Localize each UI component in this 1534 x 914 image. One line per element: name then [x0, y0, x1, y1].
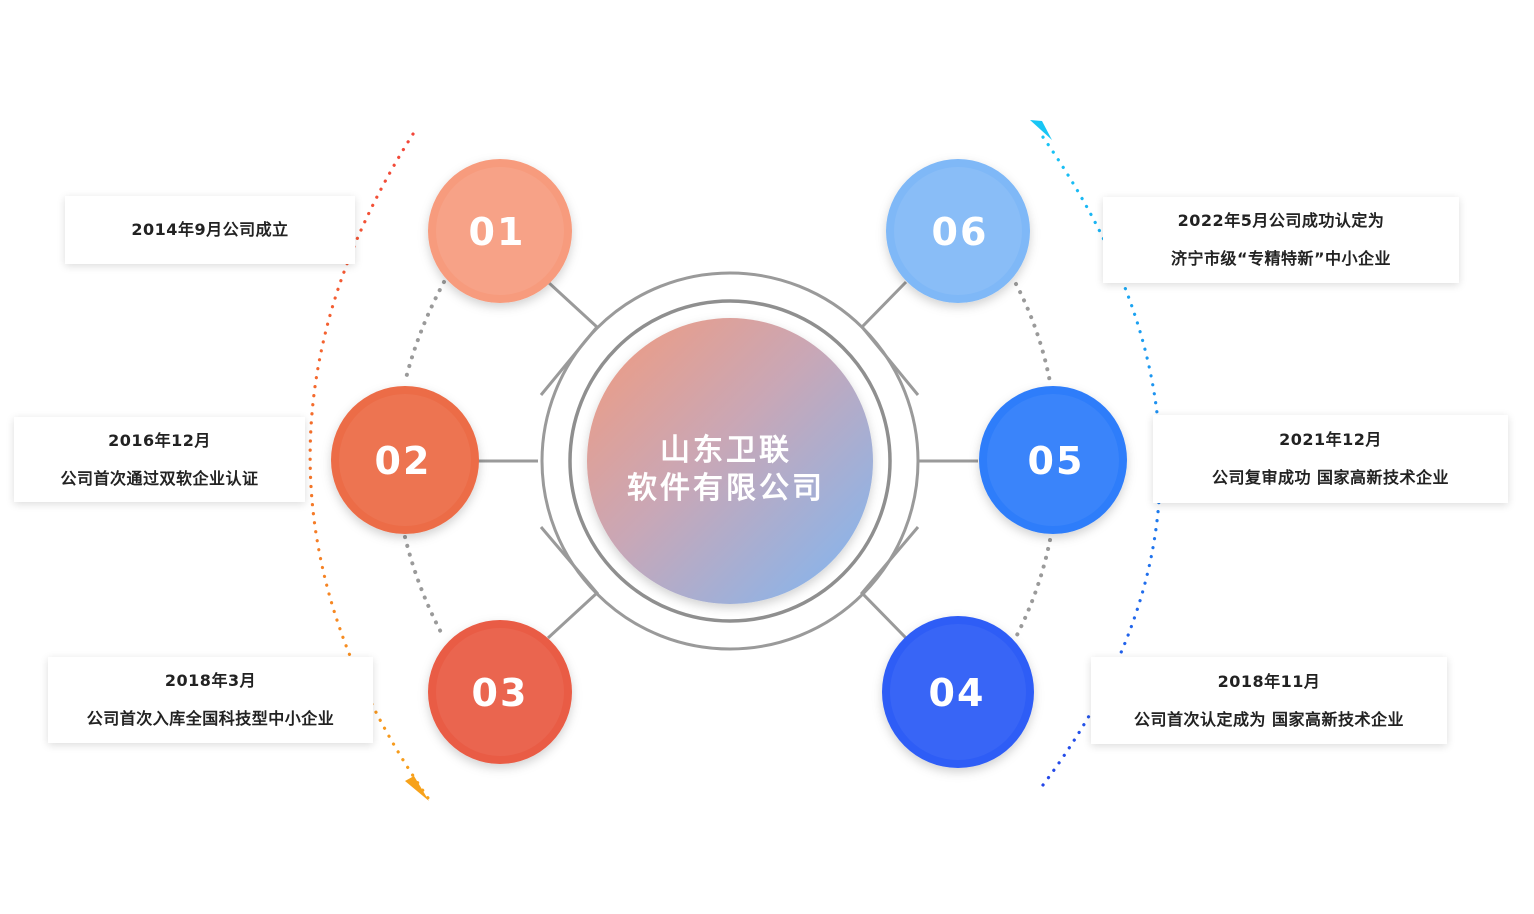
node-06-inner — [894, 167, 1022, 295]
connector-06 — [859, 280, 920, 396]
milestone-card-01: 2014年9月公司成立 — [65, 196, 355, 264]
node-06: 06 — [886, 159, 1030, 303]
node-01-circle — [428, 159, 572, 303]
node-06-label: 06 — [932, 210, 989, 254]
node-05-inner — [987, 394, 1119, 526]
dotted-link-02-03 — [403, 535, 446, 640]
dotted-link-06-05 — [1014, 282, 1052, 384]
node-05: 05 — [979, 386, 1127, 534]
milestone-01-line1: 2014年9月公司成立 — [131, 220, 289, 239]
right-arc-arrowhead — [1030, 120, 1052, 140]
node-01-inner — [436, 167, 564, 295]
connector-03 — [539, 526, 600, 640]
node-02-label: 02 — [375, 439, 432, 483]
milestone-card-03: 2018年3月 公司首次入库全国科技型中小企业 — [48, 657, 373, 743]
connector-04 — [859, 526, 920, 640]
node-04-inner — [890, 624, 1026, 760]
node-05-circle — [979, 386, 1127, 534]
milestone-02-line1: 2016年12月 — [108, 430, 211, 450]
node-04: 04 — [882, 616, 1034, 768]
milestone-card-04: 2018年11月 公司首次认定成为 国家高新技术企业 — [1091, 657, 1447, 744]
milestone-card-06: 2022年5月公司成功认定为 济宁市级“专精特新”中小企业 — [1103, 197, 1459, 283]
dotted-link-05-04 — [1014, 538, 1052, 639]
milestone-02-line2: 公司首次通过双软企业认证 — [60, 468, 259, 488]
node-03: 03 — [428, 620, 572, 764]
node-02-circle — [331, 386, 479, 534]
milestone-04-line1: 2018年11月 — [1217, 671, 1321, 691]
left-arc-arrowhead — [405, 776, 429, 801]
hub-gradient-disc — [587, 318, 873, 604]
milestone-06-line1: 2022年5月公司成功认定为 — [1177, 211, 1385, 230]
hub-title-line1: 山东卫联 — [660, 433, 792, 468]
milestone-04-line2: 公司首次认定成为 国家高新技术企业 — [1133, 709, 1405, 729]
node-03-label: 03 — [472, 671, 529, 715]
node-05-label: 05 — [1028, 439, 1085, 483]
milestone-card-02: 2016年12月 公司首次通过双软企业认证 — [14, 417, 305, 502]
node-04-circle — [882, 616, 1034, 768]
node-03-inner — [436, 628, 564, 756]
milestone-03-line2: 公司首次入库全国科技型中小企业 — [86, 709, 335, 728]
node-04-label: 04 — [929, 671, 986, 715]
node-02-inner — [339, 394, 471, 526]
milestone-03-line1: 2018年3月 — [164, 671, 257, 690]
node-03-circle — [428, 620, 572, 764]
node-06-circle — [886, 159, 1030, 303]
hub-outer-ring — [540, 271, 920, 651]
node-02: 02 — [331, 386, 479, 534]
dotted-link-01-02 — [403, 280, 446, 384]
milestone-06-line2: 济宁市级“专精特新”中小企业 — [1170, 249, 1392, 268]
milestone-05-line1: 2021年12月 — [1279, 430, 1382, 449]
milestone-05-line2: 公司复审成功 国家高新技术企业 — [1211, 468, 1450, 487]
milestone-card-05: 2021年12月 公司复审成功 国家高新技术企业 — [1153, 415, 1508, 503]
hub-title-line2: 软件有限公司 — [627, 471, 825, 506]
node-01-label: 01 — [469, 210, 526, 254]
node-01: 01 — [428, 159, 572, 303]
